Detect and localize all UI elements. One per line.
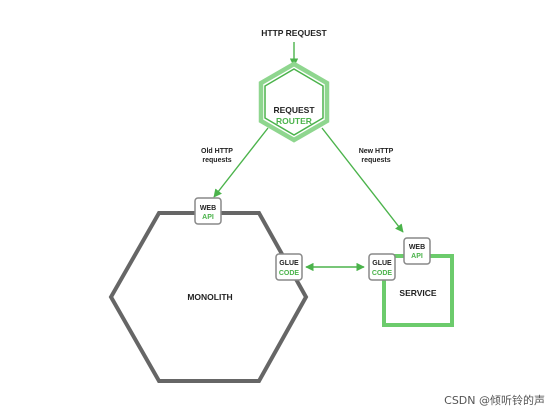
old-requests-arrow: [213, 127, 269, 198]
service-web-api: WEB API: [403, 237, 431, 265]
old-requests-label-line1: Old HTTP: [201, 148, 233, 155]
monolith-web-api: WEB API: [194, 197, 222, 225]
router-hexagon-inner: [264, 68, 324, 136]
monolith-web-api-box: [194, 197, 222, 225]
monolith-glue-code-line2: CODE: [279, 270, 300, 277]
monolith-glue-code-line1: GLUE: [279, 260, 299, 267]
monolith-web-api-line2: API: [202, 214, 214, 221]
service-glue-code-line1: GLUE: [372, 260, 392, 267]
new-requests-label-line2: requests: [361, 157, 390, 164]
service-web-api-line1: WEB: [409, 244, 425, 251]
monolith-glue-code: GLUE CODE: [275, 253, 303, 281]
monolith: MONOLITH WEB API GLUE CODE: [108, 197, 309, 383]
service-glue-code: GLUE CODE: [368, 253, 396, 281]
monolith-glue-code-box: [275, 253, 303, 281]
service-box: [382, 254, 454, 327]
service-glue-code-box: [368, 253, 396, 281]
new-requests-arrow: [321, 127, 404, 233]
watermark: CSDN @倾听铃的声: [444, 393, 545, 407]
router-label-line1: REQUEST: [273, 105, 315, 115]
monolith-label: MONOLITH: [187, 292, 232, 302]
service-web-api-box: [403, 237, 431, 265]
old-requests-label-line2: requests: [202, 157, 231, 164]
http-request-label: HTTP REQUEST: [261, 28, 327, 38]
monolith-hexagon: [108, 211, 309, 383]
router-label-line2: ROUTER: [276, 116, 312, 126]
new-requests-label-line1: New HTTP: [359, 148, 394, 155]
monolith-web-api-line1: WEB: [200, 205, 216, 212]
service-glue-code-line2: CODE: [372, 270, 393, 277]
service: SERVICE GLUE CODE WEB API: [368, 237, 454, 327]
service-web-api-line2: API: [411, 253, 423, 260]
request-router: REQUEST ROUTER: [258, 61, 330, 143]
service-label: SERVICE: [399, 288, 436, 298]
